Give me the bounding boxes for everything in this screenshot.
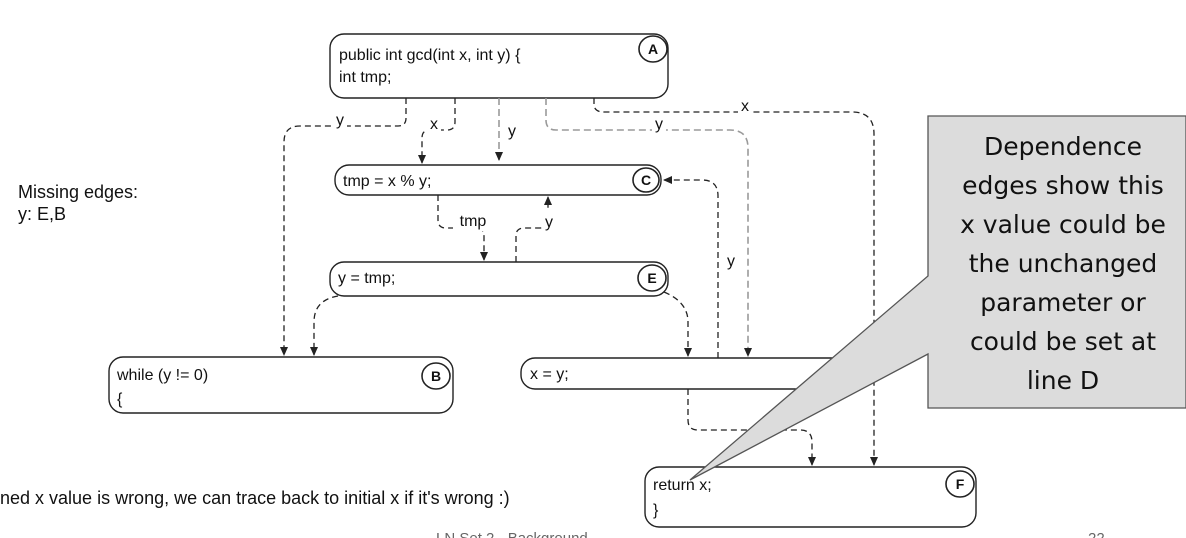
node-f-badge: F [956, 476, 965, 492]
node-b-line1: while (y != 0) [116, 367, 208, 384]
edge-e-b [310, 295, 339, 356]
edge-label-d-c-y: y [727, 253, 735, 270]
callout-line-1: Dependence [984, 132, 1142, 161]
edge-label-a-c-y: y [508, 123, 516, 140]
edge-e-d [663, 291, 692, 357]
node-c: tmp = x % y; C [334, 164, 662, 196]
edge-d-f [687, 389, 816, 466]
callout-bubble: Dependence edges show this x value could… [689, 115, 1186, 481]
bottom-caption: ned x value is wrong, we can trace back … [0, 488, 510, 508]
callout-line-3: x value could be [960, 210, 1166, 239]
edge-label-e-c-y: y [545, 214, 553, 231]
node-b: while (y != 0) { B [108, 356, 454, 414]
node-c-badge: C [641, 172, 651, 188]
node-c-line1: tmp = x % y; [343, 173, 431, 190]
edge-label-c-e-tmp: tmp [460, 213, 487, 230]
callout-line-4: the unchanged [969, 249, 1158, 278]
node-e-line1: y = tmp; [338, 270, 395, 287]
callout-line-6: could be set at [970, 327, 1156, 356]
node-a-line2: int tmp; [339, 69, 391, 86]
footer-page-number: 22 [1088, 530, 1105, 538]
node-f-line1: return x; [653, 477, 712, 494]
missing-edges-list: y: E,B [18, 204, 66, 224]
node-e: y = tmp; E [329, 261, 669, 297]
edge-label-a-d-y: y [655, 116, 663, 133]
node-a-badge: A [648, 41, 658, 57]
node-b-badge: B [431, 368, 441, 384]
callout-line-7: line D [1027, 366, 1099, 395]
footer-left: LN Set 2 - Background [436, 530, 588, 538]
node-d-line1: x = y; [530, 366, 569, 383]
edge-a-f-x [593, 98, 878, 466]
node-e-badge: E [647, 270, 656, 286]
node-a: public int gcd(int x, int y) { int tmp; … [329, 33, 669, 99]
callout-line-5: parameter or [980, 288, 1146, 317]
node-f-line2: } [653, 502, 659, 519]
callout-line-2: edges show this [962, 171, 1164, 200]
edge-a-b-y [280, 98, 407, 356]
node-f: return x; } F [644, 466, 977, 528]
node-b-line2: { [117, 391, 123, 408]
edge-label-a-c-x: x [430, 116, 438, 133]
edge-d-c-y [663, 176, 719, 358]
edge-label-a-f-x: x [741, 98, 749, 115]
edge-label-a-b-y: y [336, 112, 344, 129]
missing-edges-title: Missing edges: [18, 182, 138, 202]
edge-a-d-y [545, 98, 752, 357]
missing-edges-note: Missing edges: y: E,B [18, 182, 138, 224]
node-a-line1: public int gcd(int x, int y) { [339, 47, 521, 64]
